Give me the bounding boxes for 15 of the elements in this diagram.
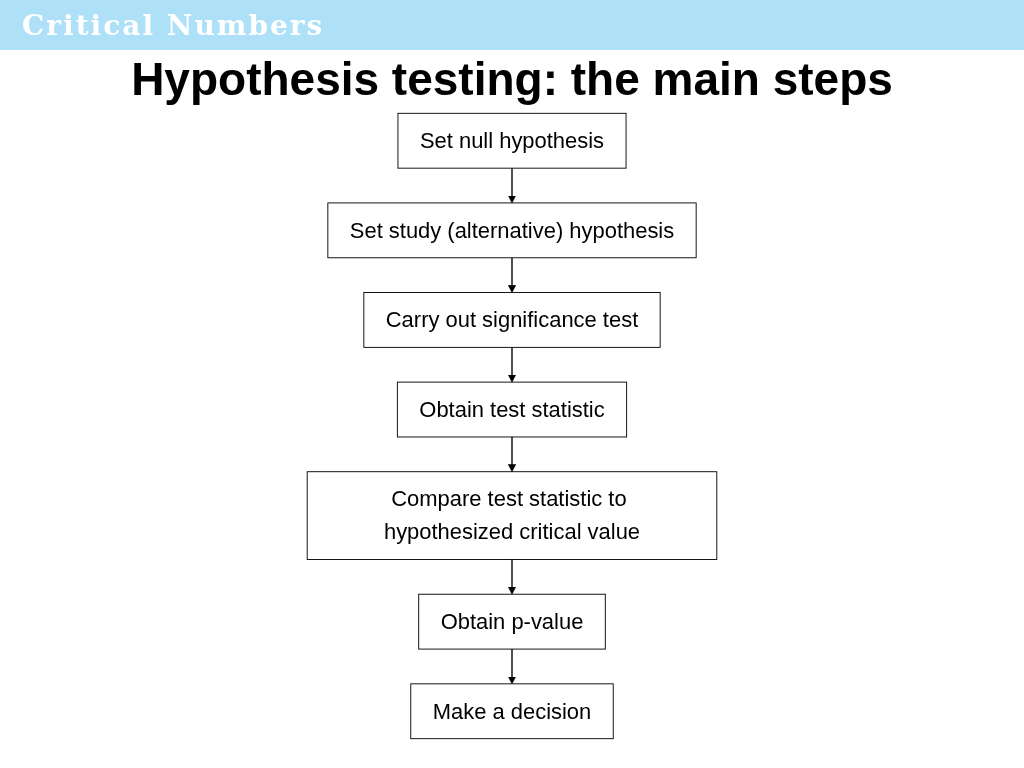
arrow	[508, 167, 516, 204]
arrow	[508, 436, 516, 473]
arrow	[508, 257, 516, 293]
arrow	[508, 346, 516, 383]
node-box: Obtain test statistic	[396, 381, 628, 438]
arrow	[508, 558, 516, 595]
node-box: Compare test statistic to hypothesized critical value	[306, 471, 718, 560]
arrow	[508, 648, 516, 685]
node-box: Set null hypothesis	[397, 112, 627, 169]
node-box: Set study (alternative) hypothesis	[327, 202, 697, 259]
node-box: Obtain p-value	[418, 593, 606, 650]
node-box: Make a decision	[410, 683, 614, 740]
header-label: Critical Numbers	[22, 8, 325, 42]
node-box: Carry out significance test	[363, 292, 661, 348]
slide-title: Hypothesis testing: the main steps	[130, 52, 894, 106]
